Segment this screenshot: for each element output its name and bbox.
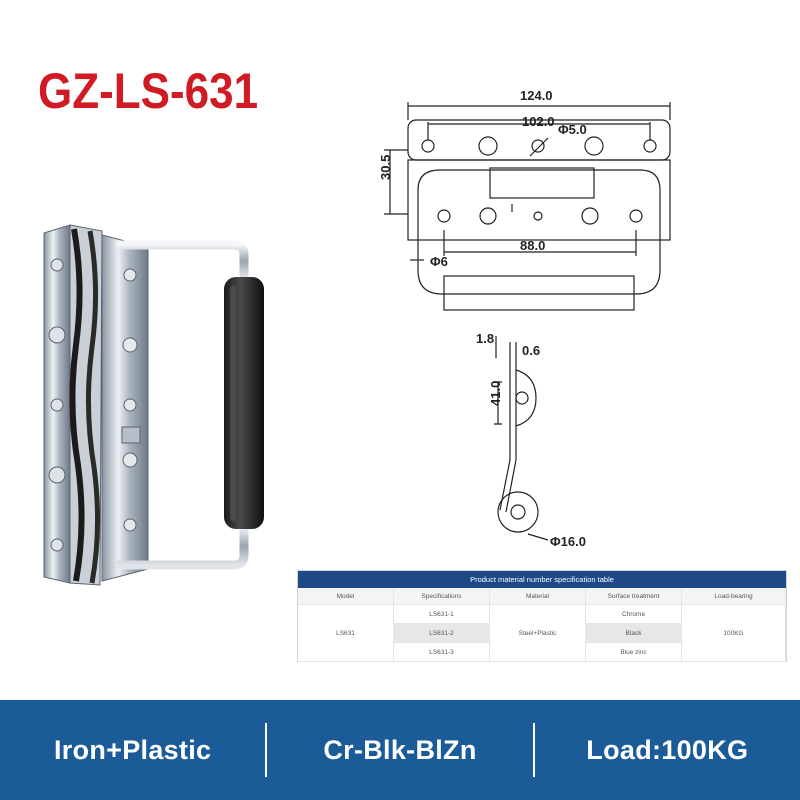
dim-thickness: 1.8	[476, 331, 494, 346]
header-material: Material	[490, 588, 586, 605]
cell-material: Steel+Plastic	[490, 605, 586, 662]
product-photo	[43, 224, 264, 586]
cell-spec-2: LS631-2	[394, 624, 490, 643]
spec-table-title: Product material number specification ta…	[298, 571, 786, 588]
dim-hole-diameter: Φ5.0	[558, 122, 587, 137]
product-code-title: GZ-LS-631	[38, 63, 259, 119]
dim-side-height: 41.0	[488, 381, 503, 406]
cell-surface-3: Blue zinc	[586, 643, 682, 662]
header-load-bearing: Load-bearing	[682, 588, 786, 605]
spec-table: Product material number specification ta…	[297, 570, 787, 662]
dim-overall-width: 124.0	[520, 88, 553, 103]
header-specifications: Specifications	[394, 588, 490, 605]
cell-spec-1: LS631-1	[394, 605, 490, 624]
feature-finishes: Cr-Blk-BlZn	[323, 734, 477, 765]
dim-wire-diameter: Φ6	[430, 254, 448, 269]
cell-model: LS631	[298, 605, 394, 662]
cell-surface-1: Chrome	[586, 605, 682, 624]
dim-hole-spacing: 102.0	[522, 114, 555, 129]
header-surface-treatment: Surface treatment	[586, 588, 682, 605]
feature-material: Iron+Plastic	[53, 734, 212, 765]
header-model: Model	[298, 588, 394, 605]
cell-surface-2: Black	[586, 624, 682, 643]
dim-roller-diameter: Φ16.0	[550, 534, 586, 549]
feature-bar: Iron+Plastic Cr-Blk-BlZn Load:100KG	[0, 700, 800, 800]
dim-height: 30.5	[378, 155, 393, 180]
cell-spec-3: LS631-3	[394, 643, 490, 662]
technical-drawing: 124.0 102.0 Φ5.0 30.5 88.0 Φ6 1.8 0.6 41…	[378, 88, 671, 549]
cell-load-bearing: 100KG	[682, 605, 786, 662]
feature-load: Load:100KG	[586, 734, 749, 765]
dim-inner-spacing: 88.0	[520, 238, 545, 253]
dim-gap: 0.6	[522, 343, 540, 358]
feature-divider	[265, 723, 268, 777]
feature-divider	[532, 723, 535, 777]
